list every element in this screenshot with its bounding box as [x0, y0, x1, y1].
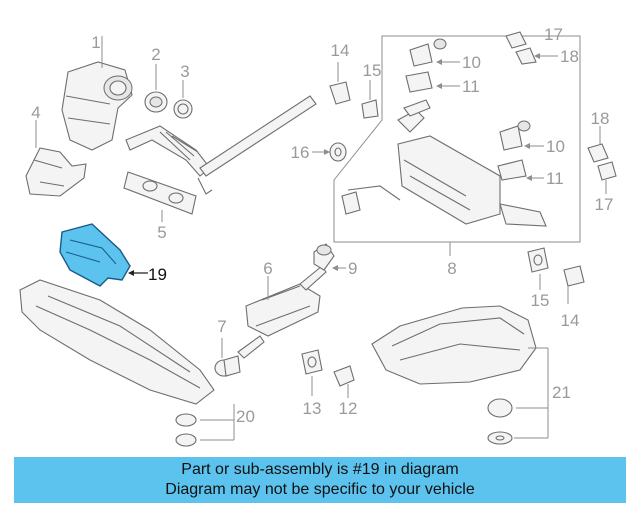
callout-11-mid: 11 [546, 169, 564, 188]
rear-heat-shield-part [371, 305, 537, 385]
callout-15-lower: 15 [531, 291, 550, 310]
callout-10-top: 10 [462, 53, 481, 72]
callout-7-label: 7 [217, 317, 226, 336]
callout-17-mid: 17 [595, 195, 614, 214]
callout-18-mid: 18 [591, 109, 610, 128]
gasket-ring-part [173, 99, 193, 119]
callout-15-top: 15 [363, 61, 382, 80]
clamp-10-mid-part [499, 120, 531, 151]
callout-19: 19 [148, 265, 167, 284]
callout-14-top: 14 [331, 41, 350, 60]
info-banner: Part or sub-assembly is #19 in diagram D… [14, 457, 626, 503]
tail-pipe-tip-18-mid [587, 143, 609, 163]
callout-4: 4 [31, 103, 40, 122]
banner-line-1: Part or sub-assembly is #19 in diagram [181, 461, 459, 478]
rear-muffler-part [341, 99, 547, 227]
clamp-11-top-part [405, 71, 433, 93]
hanger-15-part [361, 99, 379, 119]
callout-20: 20 [236, 407, 255, 426]
clamp-part [144, 91, 168, 113]
connector-pipe-part [313, 243, 335, 271]
callout-11-top: 11 [462, 77, 480, 96]
part-20-small-items [175, 413, 197, 447]
callout-18-top: 18 [560, 47, 579, 66]
center-muffler-part [237, 265, 327, 359]
clamp-10-top-part [409, 38, 447, 67]
hanger-bracket-part [333, 365, 355, 387]
callout-2: 2 [151, 45, 160, 64]
part-8-group-box [333, 35, 581, 243]
pipe-clamp-part [214, 355, 241, 377]
callout-5: 5 [157, 223, 166, 242]
callout-3: 3 [180, 62, 189, 81]
callout-6: 6 [263, 259, 272, 278]
banner-line-2: Diagram may not be specific to your vehi… [165, 481, 475, 498]
front-pipe-part [125, 95, 317, 195]
callout-1: 1 [91, 33, 100, 52]
tail-pipe-tip-18-top [515, 47, 537, 65]
bracket-14-lower-part [563, 265, 585, 287]
hanger-15-lower-part [527, 247, 549, 273]
tail-pipe-tip-17-mid [597, 161, 617, 181]
flange-gasket-part [123, 171, 197, 215]
callout-12: 12 [339, 399, 358, 418]
rubber-hanger-part [301, 349, 323, 375]
lower-heat-shield-part [19, 279, 215, 405]
grommet-16-part [329, 142, 347, 162]
callout-21: 21 [552, 383, 571, 402]
callout-16: 16 [291, 143, 310, 162]
bracket-14-part [329, 81, 351, 105]
callout-8: 8 [447, 259, 456, 278]
callout-13: 13 [303, 399, 322, 418]
callout-14-lower: 14 [561, 311, 580, 330]
clamp-11-mid-part [497, 159, 527, 181]
exhaust-parts-diagram: 1 2 3 4 5 19 [19, 25, 617, 447]
callout-10-mid: 10 [546, 137, 565, 156]
catalytic-converter-part [61, 61, 133, 151]
callout-9: 9 [348, 259, 357, 278]
tail-pipe-tip-17-top [505, 31, 527, 49]
heat-shield-part-19 [59, 223, 131, 287]
part-21-small-items [487, 398, 513, 445]
callout-17-top: 17 [544, 25, 563, 44]
bracket-part [25, 147, 87, 197]
